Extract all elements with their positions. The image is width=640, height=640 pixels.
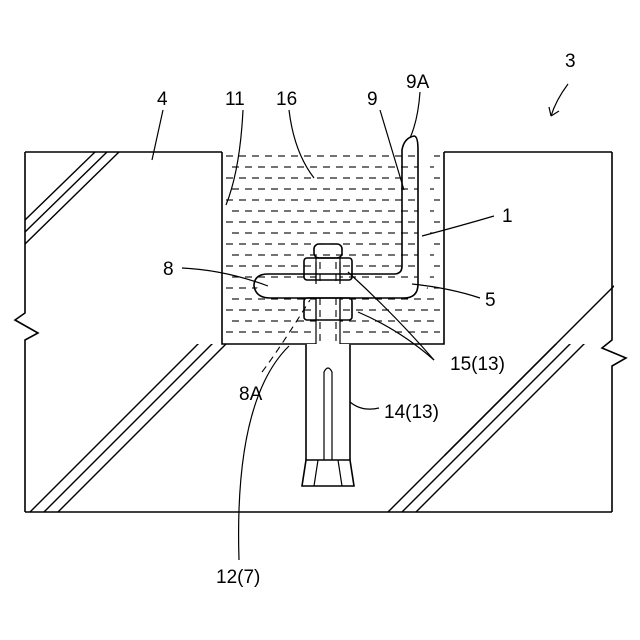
label-14-13: 14(13) — [384, 402, 439, 423]
anchor-body — [302, 344, 354, 486]
label-15-13: 15(13) — [450, 354, 505, 375]
label-8: 8 — [163, 259, 174, 280]
label-9a: 9A — [406, 72, 430, 93]
label-3: 3 — [565, 51, 576, 72]
label-9: 9 — [367, 89, 378, 110]
label-1: 1 — [502, 206, 513, 227]
label-16: 16 — [276, 89, 297, 110]
leader-lines — [152, 84, 568, 560]
angle-bracket — [254, 136, 430, 298]
label-8a: 8A — [239, 384, 263, 405]
label-5: 5 — [485, 290, 496, 311]
label-11: 11 — [225, 89, 245, 110]
label-12-7: 12(7) — [216, 567, 260, 588]
label-4: 4 — [157, 89, 168, 110]
reference-labels: 3 4 11 16 9 9A 1 8 5 8A 15(13) 14(13) 12… — [157, 51, 576, 588]
